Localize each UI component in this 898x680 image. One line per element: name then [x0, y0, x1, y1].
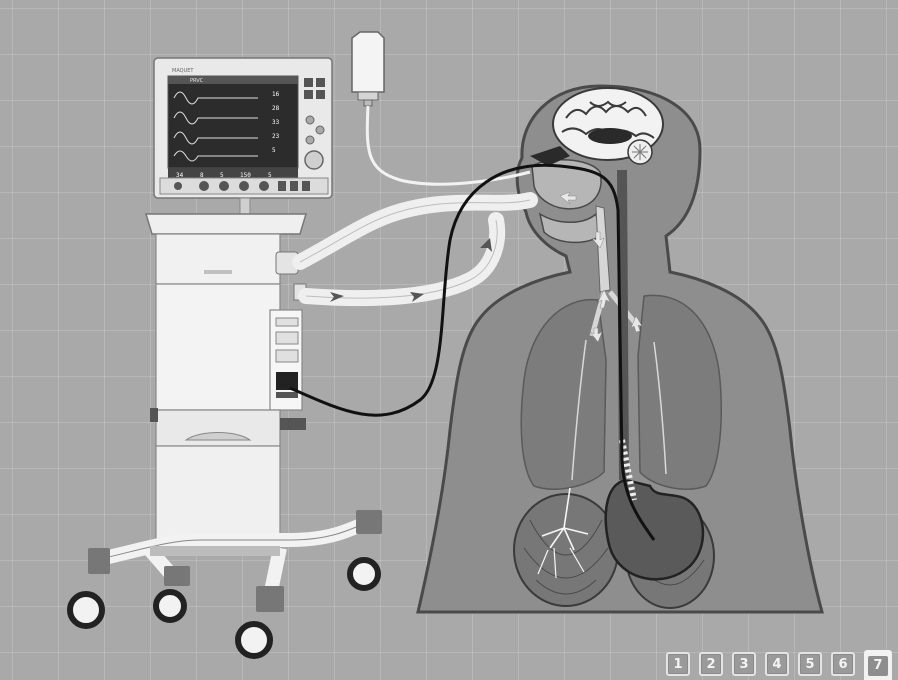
iv-bag-icon [352, 32, 530, 184]
expiratory-tube [306, 220, 497, 302]
page-button-7[interactable]: 7 [864, 650, 892, 680]
page-button-label: 2 [706, 657, 715, 672]
page-button-2[interactable]: 2 [699, 652, 723, 676]
page-button-label: 4 [772, 657, 781, 672]
readout-4: 23 [272, 133, 280, 140]
caster-mid [156, 566, 190, 620]
page-button-label: 5 [805, 657, 814, 672]
page-button-label: 7 [868, 656, 888, 676]
page-button-6[interactable]: 6 [831, 652, 855, 676]
page-button-label: 1 [673, 657, 682, 672]
page-button-label: 6 [838, 657, 847, 672]
page-button-1[interactable]: 1 [666, 652, 690, 676]
page-button-label: 3 [739, 657, 748, 672]
page-button-4[interactable]: 4 [765, 652, 789, 676]
ventilator-icon: MAQUET PRVC 16 28 33 23 5 34 8 5 150 5 [70, 58, 382, 656]
monitor-brand: MAQUET [172, 68, 194, 74]
readout-1: 16 [272, 91, 280, 98]
readout-3: 33 [272, 119, 280, 126]
readout-2: 28 [272, 105, 280, 112]
monitor-mode-label: PRVC [190, 78, 204, 84]
readout-5: 5 [272, 147, 276, 154]
page-button-3[interactable]: 3 [732, 652, 756, 676]
caster-left [70, 548, 110, 626]
page-button-5[interactable]: 5 [798, 652, 822, 676]
caster-front [238, 586, 284, 656]
page-navigation: 1 2 3 4 5 6 7 [666, 650, 892, 676]
